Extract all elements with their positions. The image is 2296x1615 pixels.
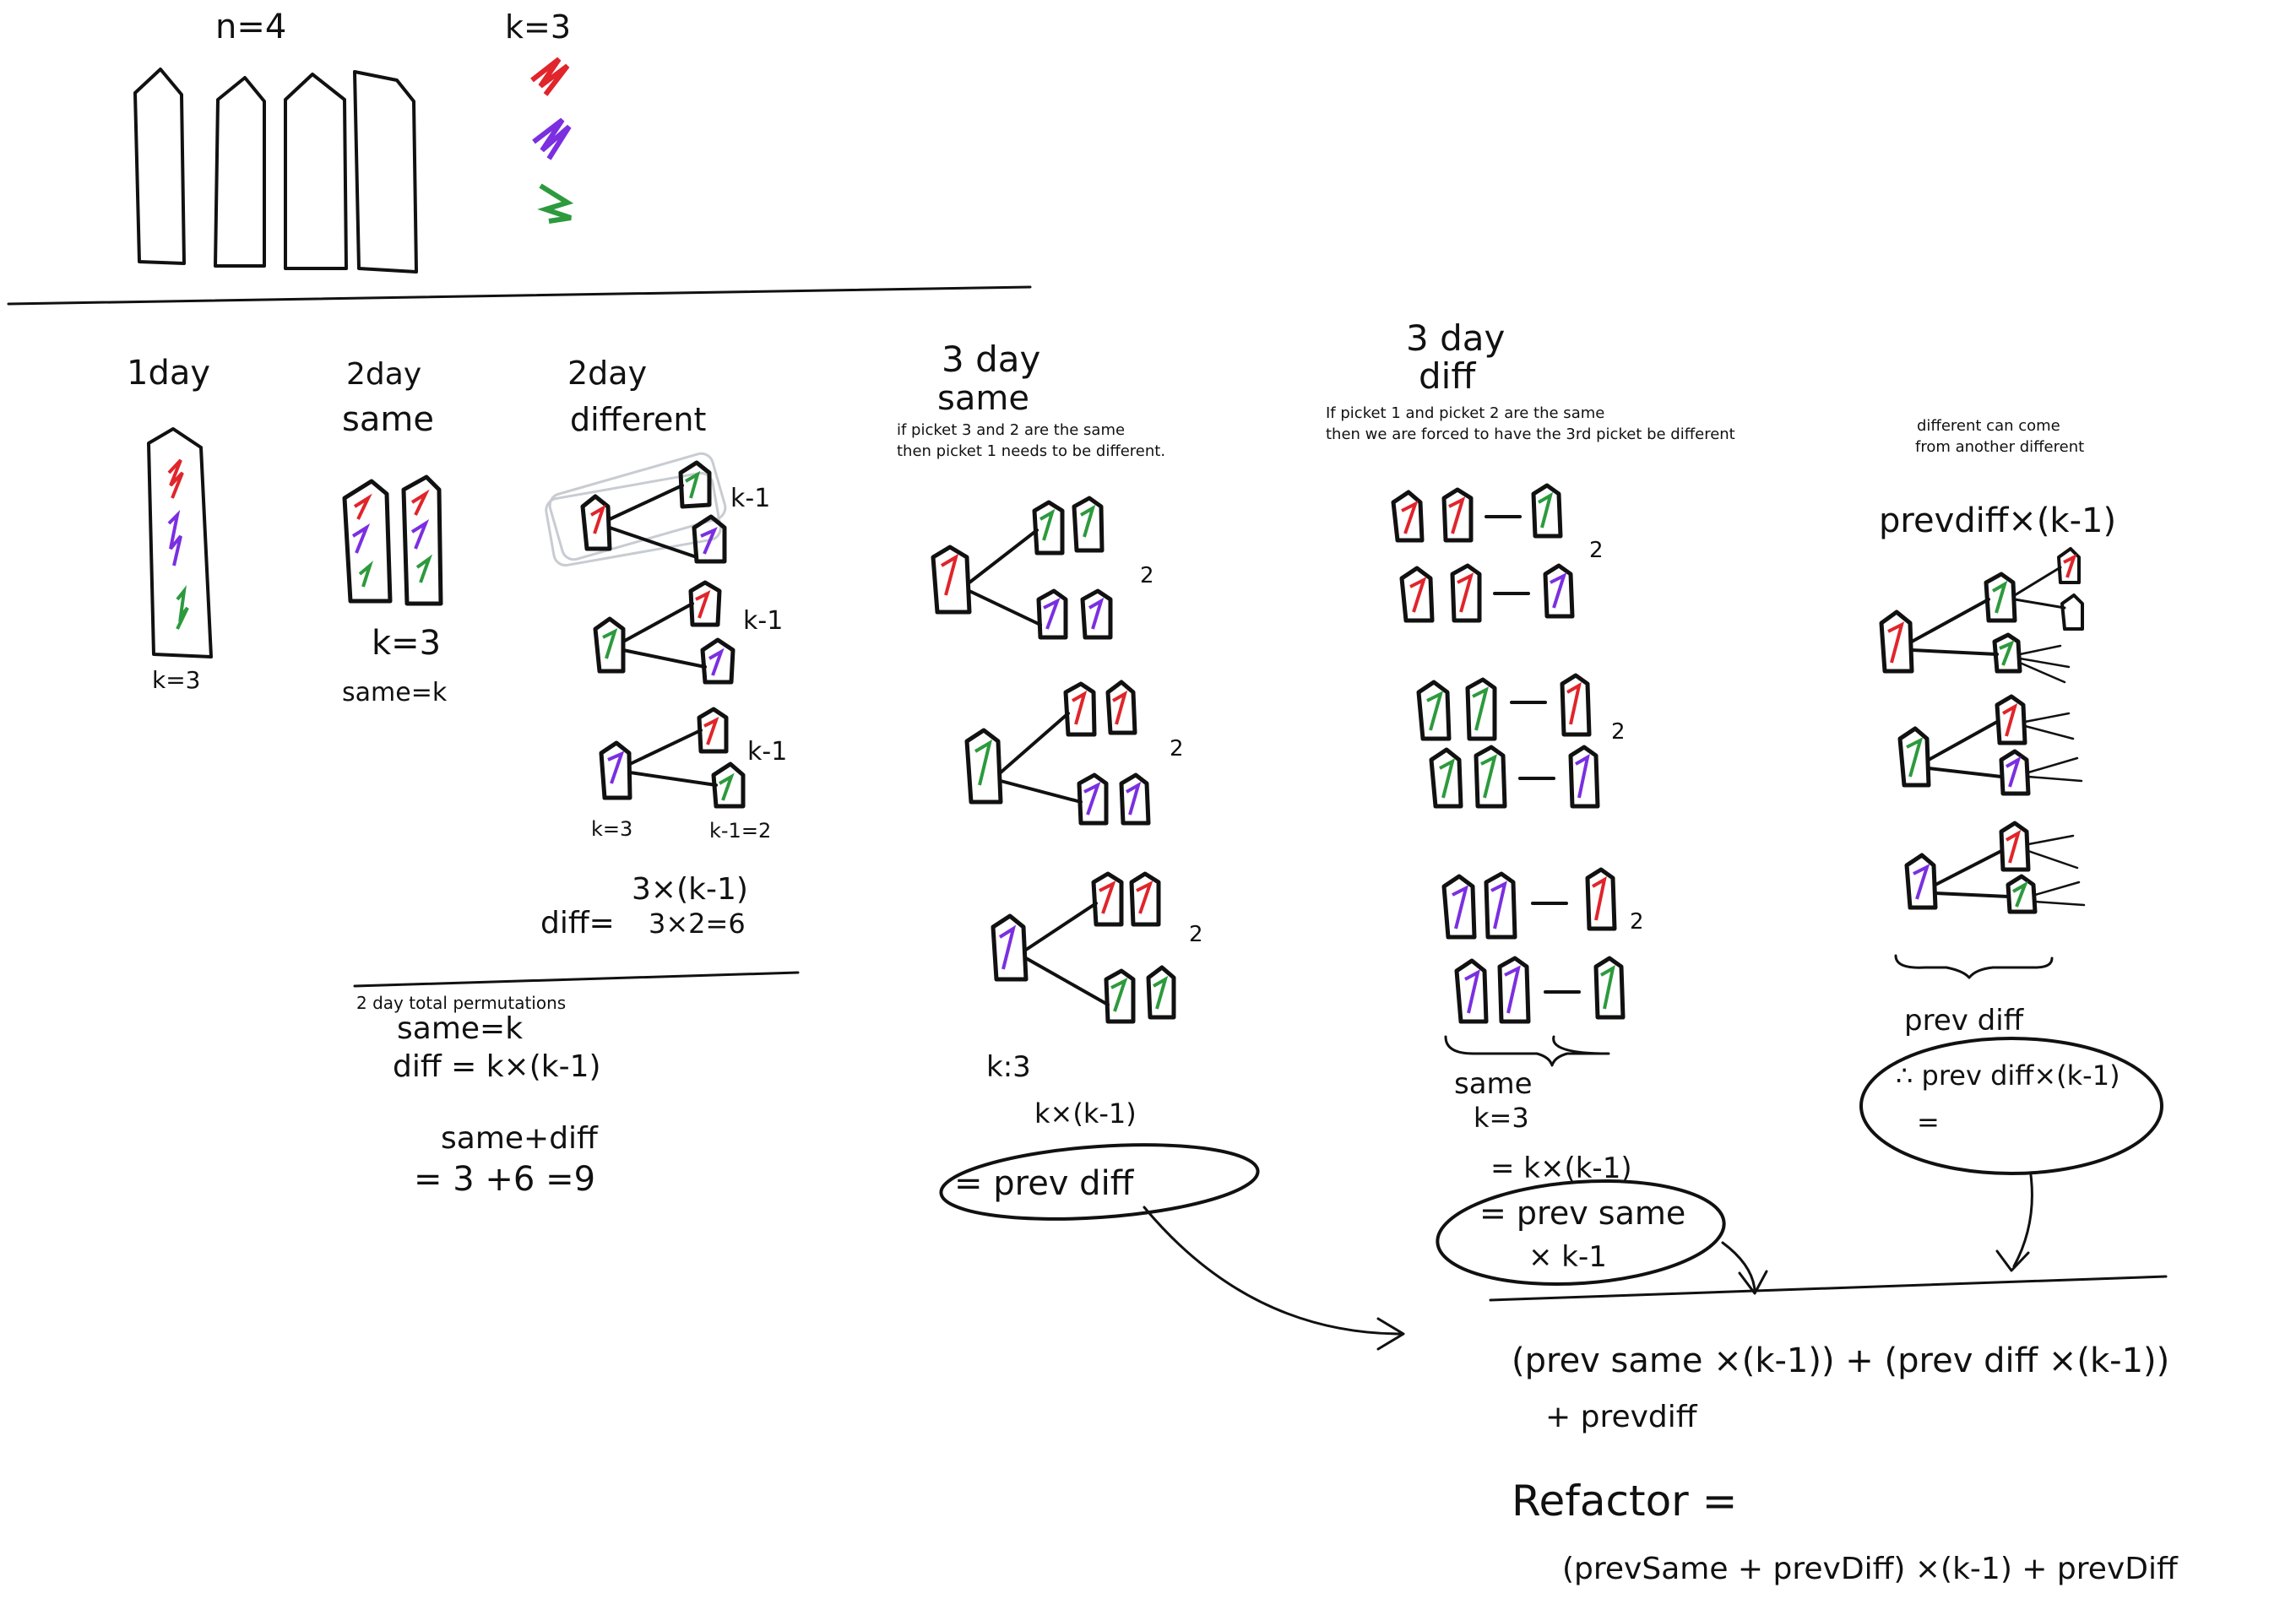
final-line2: + prevdiff [1545, 1400, 1698, 1434]
dfd-result-line2: = [1917, 1106, 1940, 1138]
arrow-prev-same-head [1738, 1270, 1768, 1295]
diff-line1: 3×(k-1) [632, 872, 748, 907]
day3-same-k-label: k:3 [986, 1050, 1031, 1084]
diff-prefix: diff= [540, 906, 615, 940]
day3-diff-result-2: × k-1 [1528, 1240, 1607, 1274]
day3-diff-brace-label: same [1454, 1067, 1533, 1101]
day3-same-count-2: 2 [1170, 736, 1184, 761]
day3-same-tree-1 [931, 496, 1113, 640]
day3-same-count-1: 2 [1140, 563, 1154, 588]
day3-diff-result-1: = prev same [1479, 1195, 1685, 1232]
divider-final [1489, 1275, 2168, 1302]
day1-picket [147, 427, 213, 658]
day2-diff-tree-green [593, 580, 735, 685]
day2-diff-bottom-right: k-1=2 [709, 819, 771, 843]
k-label: k=3 [505, 8, 571, 46]
day3-same-note-2: then picket 1 needs to be different. [897, 442, 1165, 460]
day2-diff-title-1: 2day [567, 355, 647, 392]
day3-diff-count-3: 2 [1630, 909, 1644, 935]
arrow-prev-diff-head [1376, 1317, 1405, 1351]
diff-line2: 3×2=6 [649, 908, 746, 940]
prev-same-bubble [1436, 1179, 1726, 1287]
arrow-prev-diff-product [2012, 1173, 2033, 1268]
day3-same-note-1: if picket 3 and 2 are the same [897, 421, 1125, 439]
totals-caption: 2 day total permutations [356, 993, 566, 1013]
n-label: n=4 [215, 8, 286, 46]
day3-diff-group-red [1391, 483, 1575, 623]
day3-diff-note-1: If picket 1 and picket 2 are the same [1326, 404, 1604, 422]
dfd-brace-label: prev diff [1904, 1004, 2025, 1038]
color-swatches [530, 57, 574, 224]
refactor-label: Refactor = [1512, 1477, 1738, 1526]
day3-diff-count-2: 2 [1611, 719, 1626, 745]
day2-diff-row1-label: k-1 [730, 484, 770, 513]
day3-same-tree-3 [991, 871, 1176, 1024]
divider-top [7, 285, 1032, 306]
totals-result: = 3 +6 =9 [414, 1160, 595, 1199]
day3-diff-title-2: diff [1419, 355, 1476, 397]
day3-same-tree-2 [964, 680, 1151, 826]
dfd-result: ∴ prev diff×(k-1) [1896, 1060, 2120, 1092]
day2-diff-row2-label: k-1 [743, 606, 783, 636]
day2-diff-tree-red [580, 460, 727, 564]
day3-same-count-3: 2 [1189, 922, 1203, 947]
prev-diff-brace [1894, 954, 2054, 979]
prev-diff-bubble [939, 1143, 1260, 1221]
same-brace [1444, 1035, 1610, 1067]
day2-same-formula: same=k [342, 678, 448, 707]
day2-diff-title-2: different [570, 401, 706, 438]
day3-same-formula: k×(k-1) [1034, 1097, 1137, 1130]
final-line1: (prev same ×(k-1)) + (prev diff ×(k-1)) [1512, 1341, 2169, 1380]
arrow-prev-diff-product-head [1995, 1249, 2030, 1272]
dfd-tree-1 [1879, 547, 2084, 684]
arrow-prev-same [1721, 1241, 1756, 1292]
day3-diff-count-1: 2 [1589, 538, 1604, 563]
four-pickets-sketch [133, 68, 418, 274]
day3-same-result: = prev diff [954, 1164, 1135, 1203]
day1-title: 1day [127, 354, 210, 393]
arrow-prev-diff [1143, 1206, 1403, 1336]
totals-same: same=k [397, 1011, 523, 1046]
dfd-tree-3 [1904, 821, 2086, 914]
prev-diff-product-bubble [1859, 1037, 2163, 1175]
day3-diff-k-label: k=3 [1474, 1102, 1529, 1134]
day2-same-title-2: same [342, 400, 434, 439]
day2-same-title-1: 2day [346, 357, 421, 392]
refactor-expression: (prevSame + prevDiff) ×(k-1) + prevDiff [1562, 1552, 2179, 1586]
divider-totals [353, 971, 800, 988]
day3-diff-group-green [1416, 673, 1600, 809]
dfd-note-1: different can come [1917, 417, 2060, 435]
day2-diff-bottom-left: k=3 [591, 817, 632, 841]
day2-diff-row3-label: k-1 [747, 737, 787, 767]
dfd-title: prevdiff×(k-1) [1879, 501, 2116, 540]
dfd-note-2: from another different [1915, 438, 2084, 456]
day2-same-pickets [342, 474, 443, 606]
totals-diff: diff = k×(k-1) [393, 1049, 601, 1084]
day2-same-k-label: k=3 [372, 624, 441, 663]
day3-diff-title-1: 3 day [1406, 317, 1505, 359]
day3-diff-group-purple [1441, 867, 1626, 1024]
day3-same-title-2: same [937, 379, 1029, 418]
day3-diff-note-2: then we are forced to have the 3rd picke… [1326, 425, 1735, 443]
day2-diff-tree-purple [599, 707, 746, 809]
day1-k-label: k=3 [152, 666, 201, 694]
dfd-tree-2 [1897, 694, 2083, 796]
totals-sum: same+diff [441, 1121, 599, 1156]
day3-same-title-1: 3 day [942, 339, 1040, 380]
